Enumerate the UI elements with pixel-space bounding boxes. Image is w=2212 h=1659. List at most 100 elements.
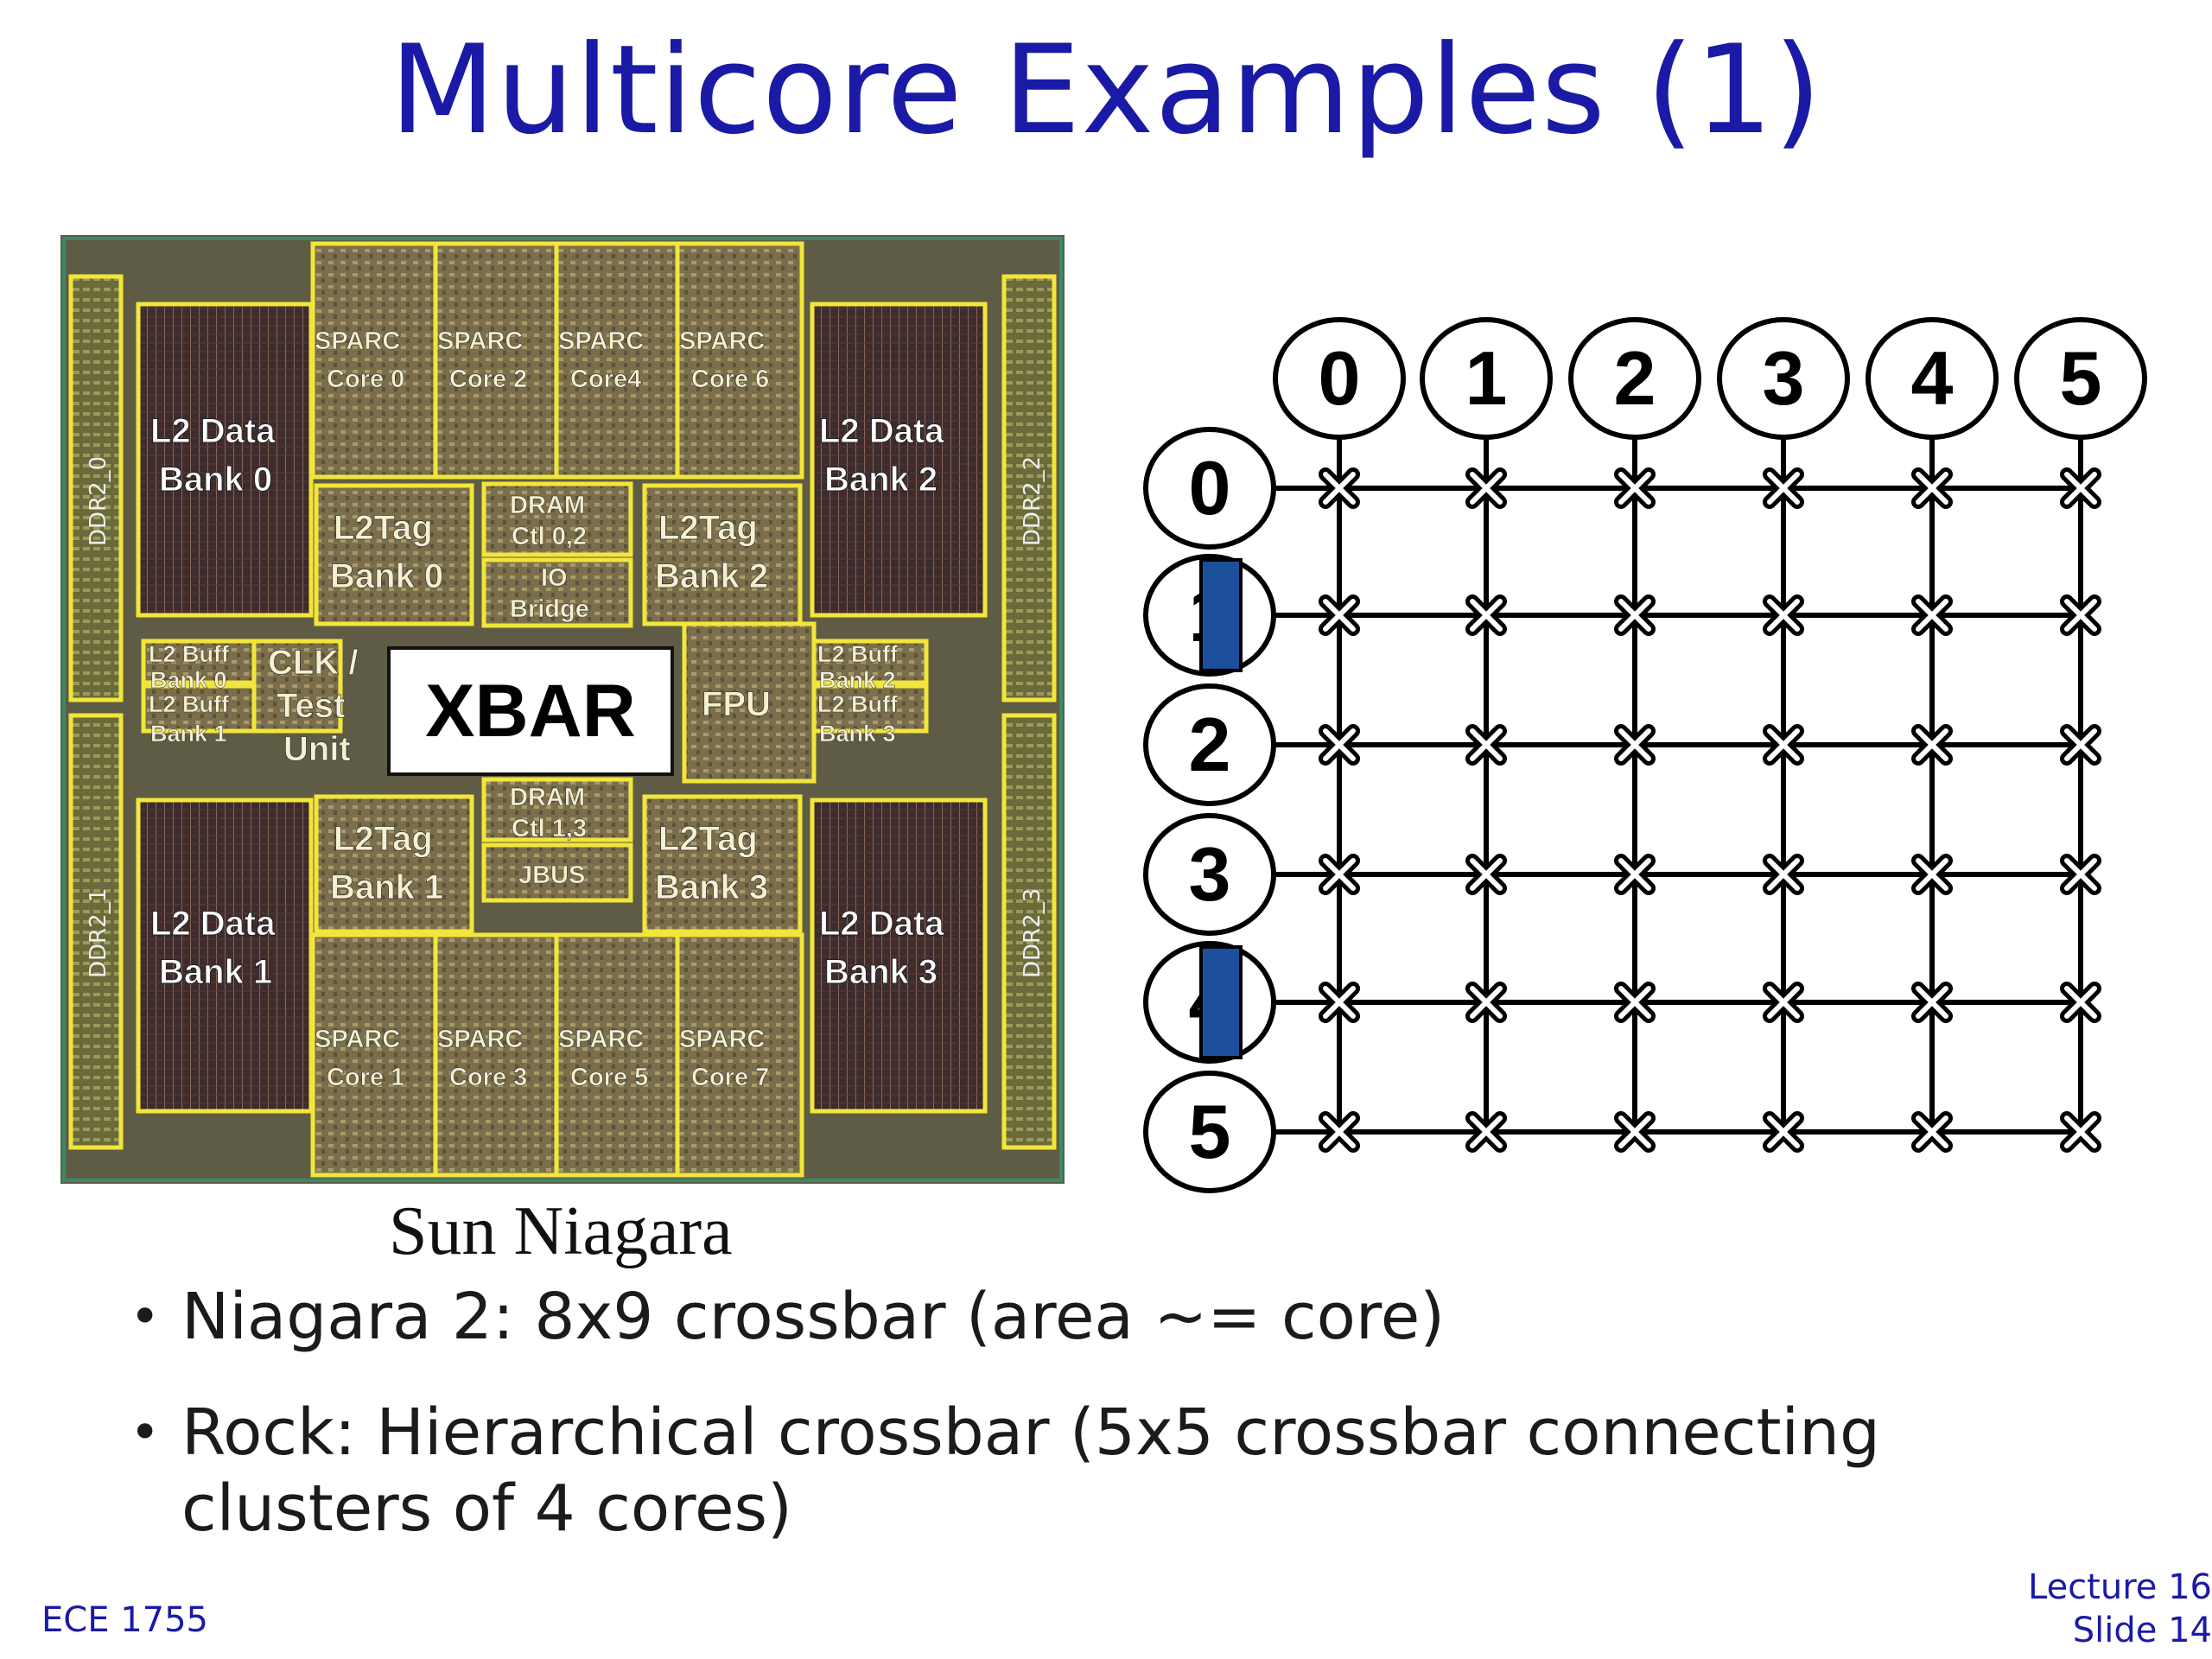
crossbar-row-label: 3 bbox=[1189, 831, 1231, 917]
clk-line1: CLK / bbox=[268, 644, 358, 682]
l2-data-1-line1: L2 Data bbox=[150, 905, 276, 943]
dram-ctl-13-line2: Ctl 1,3 bbox=[512, 815, 587, 842]
crossbar-input-port: 2 bbox=[1143, 683, 1276, 806]
xbar-block bbox=[387, 646, 674, 776]
l2tag-3-line1: L2Tag bbox=[658, 820, 758, 858]
l2-buff-2-line1: L2 Buff bbox=[817, 641, 899, 667]
crossbar-switch-icon bbox=[1911, 724, 1953, 766]
crossbar-switch-icon bbox=[1614, 854, 1656, 895]
dram-ctl-02-line2: Ctl 0,2 bbox=[512, 523, 587, 550]
crossbar-row-label: 5 bbox=[1189, 1089, 1231, 1174]
sparc-core-6-id: Core 6 bbox=[691, 365, 769, 393]
l2tag-1-line1: L2Tag bbox=[334, 820, 433, 858]
crossbar-switch-icon bbox=[1763, 467, 1804, 509]
sparc-core-2-id: Core 2 bbox=[449, 365, 527, 393]
jbus-label: JBUS bbox=[518, 861, 585, 889]
sparc-core-0-id: Core 0 bbox=[327, 365, 404, 393]
crossbar-input-port: 0 bbox=[1143, 427, 1276, 550]
l2-data-2-line2: Bank 2 bbox=[824, 461, 938, 499]
l2-buff-0-line1: L2 Buff bbox=[149, 641, 230, 667]
bullet-text: Niagara 2: 8x9 crossbar (area ~= core) bbox=[181, 1280, 1446, 1354]
sparc-core-7-id: Core 7 bbox=[691, 1064, 769, 1091]
ddr2-2-label: DDR2_2 bbox=[1020, 456, 1046, 546]
sparc-core-4-id: Core4 bbox=[570, 365, 641, 393]
crossbar-input-port: 3 bbox=[1143, 813, 1276, 936]
sparc-core-3-id: Core 3 bbox=[449, 1064, 527, 1091]
sparc-core-0-label: SPARC bbox=[315, 327, 400, 355]
crossbar-switch-icon bbox=[1763, 982, 1804, 1023]
crossbar-switch-icon bbox=[1911, 1111, 1953, 1153]
bullet-item: • Rock: Hierarchical crossbar (5x5 cross… bbox=[130, 1395, 2117, 1547]
figure-caption: Sun Niagara bbox=[389, 1193, 733, 1269]
crossbar-switch-icon bbox=[1763, 854, 1804, 895]
lecture-label: Lecture 16 bbox=[2027, 1567, 2212, 1607]
crossbar-switch-icon bbox=[1614, 467, 1656, 509]
sparc-core-1-id: Core 1 bbox=[327, 1064, 404, 1091]
l2-buff-1-line1: L2 Buff bbox=[149, 691, 230, 717]
l2-buff-3-line2: Bank 3 bbox=[819, 721, 896, 747]
crossbar-switch-icon bbox=[1614, 1111, 1656, 1153]
clk-line2: Test bbox=[276, 687, 345, 725]
crossbar-switch-icon bbox=[1614, 982, 1656, 1023]
crossbar-column-label: 0 bbox=[1319, 335, 1361, 421]
ddr2-0-label: DDR2_0 bbox=[86, 456, 111, 546]
bullet-text: Rock: Hierarchical crossbar (5x5 crossba… bbox=[181, 1395, 1880, 1546]
crossbar-column-label: 4 bbox=[1911, 335, 1954, 421]
l2-buff-1-line2: Bank 1 bbox=[150, 721, 227, 747]
bullet-dot: • bbox=[130, 1402, 161, 1463]
sparc-core-7-label: SPARC bbox=[679, 1026, 765, 1053]
crossbar-switch-icon bbox=[1614, 594, 1656, 636]
crossbar-input-port: 4 bbox=[1143, 941, 1276, 1064]
crossbar-switch-icon bbox=[1763, 1111, 1804, 1153]
slide-title: Multicore Examples (1) bbox=[389, 19, 1823, 162]
crossbar-switch-icon bbox=[1465, 854, 1507, 895]
sun-niagara-die-image: DDR2_0 DDR2_1 DDR2_2 DDR2_3 L2 Data Bank… bbox=[60, 235, 1065, 1184]
sparc-core-5-id: Core 5 bbox=[570, 1064, 648, 1091]
l2tag-0-line1: L2Tag bbox=[334, 509, 433, 547]
crossbar-input-port: 5 bbox=[1143, 1071, 1276, 1193]
sparc-core-5-label: SPARC bbox=[558, 1026, 644, 1053]
crossbar-switch-icon bbox=[2060, 854, 2101, 895]
crossbar-output-port: 0 bbox=[1273, 317, 1406, 440]
l2-buff-2-line2: Bank 2 bbox=[819, 667, 896, 693]
crossbar-column-label: 2 bbox=[1614, 335, 1656, 421]
crossbar-switch-icon bbox=[1911, 594, 1953, 636]
crossbar-output-port: 5 bbox=[2014, 317, 2147, 440]
bullet-list: • Niagara 2: 8x9 crossbar (area ~= core)… bbox=[130, 1279, 2117, 1547]
io-bridge-line2: Bridge bbox=[510, 595, 589, 623]
crossbar-column-label: 1 bbox=[1465, 335, 1508, 421]
l2-data-2-line1: L2 Data bbox=[819, 412, 944, 450]
dram-ctl-13-line1: DRAM bbox=[510, 784, 585, 811]
l2tag-1-line2: Bank 1 bbox=[330, 868, 443, 906]
crossbar-output-port: 4 bbox=[1866, 317, 1999, 440]
sparc-core-4-label: SPARC bbox=[558, 327, 644, 355]
crossbar-switch-icon bbox=[1465, 724, 1507, 766]
crossbar-switch-icon bbox=[1911, 982, 1953, 1023]
dram-ctl-02-line1: DRAM bbox=[510, 492, 585, 519]
crossbar-switch-icon bbox=[1319, 1111, 1360, 1153]
crossbar-switch-icon bbox=[1319, 982, 1360, 1023]
crossbar-output-port: 2 bbox=[1568, 317, 1701, 440]
l2-data-0-line1: L2 Data bbox=[150, 412, 276, 450]
crossbar-active-indicator bbox=[1199, 945, 1243, 1059]
crossbar-output-port: 3 bbox=[1717, 317, 1850, 440]
bullet-dot: • bbox=[130, 1287, 161, 1347]
crossbar-column-label: 5 bbox=[2060, 335, 2102, 421]
bullet-item: • Niagara 2: 8x9 crossbar (area ~= core) bbox=[130, 1279, 2117, 1355]
crossbar-switch-icon bbox=[1465, 982, 1507, 1023]
ddr2-1-label: DDR2_1 bbox=[86, 888, 111, 978]
l2tag-2-line1: L2Tag bbox=[658, 509, 758, 547]
io-bridge-line1: IO bbox=[541, 564, 568, 592]
crossbar-row-label: 0 bbox=[1189, 445, 1231, 531]
crossbar-switch-icon bbox=[2060, 1111, 2101, 1153]
l2-buff-3-line1: L2 Buff bbox=[817, 691, 899, 717]
crossbar-switch-icon bbox=[1763, 594, 1804, 636]
crossbar-switch-icon bbox=[1319, 467, 1360, 509]
clk-line3: Unit bbox=[283, 730, 351, 768]
crossbar-switch-icon bbox=[2060, 594, 2101, 636]
sparc-core-3-label: SPARC bbox=[437, 1026, 523, 1053]
crossbar-switch-icon bbox=[1911, 467, 1953, 509]
crossbar-row-label: 2 bbox=[1189, 702, 1231, 787]
crossbar-switch-icon bbox=[1319, 594, 1360, 636]
